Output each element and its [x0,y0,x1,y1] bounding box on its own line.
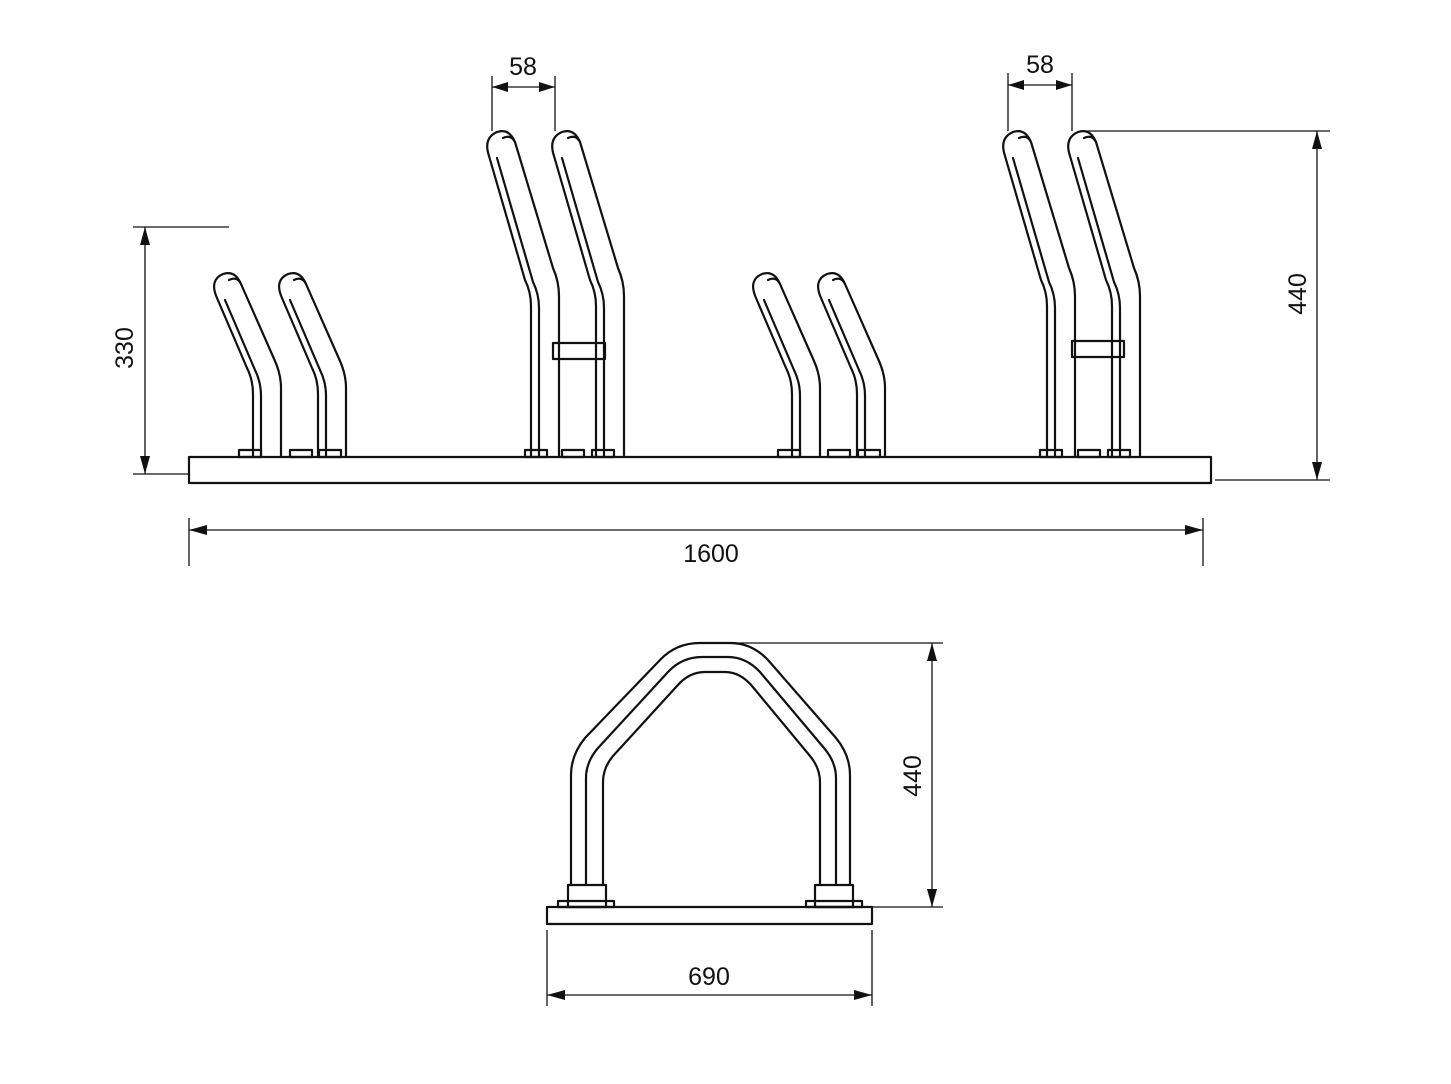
high-hoop-right-b [1067,130,1142,458]
dim-side-height: 440 [732,642,943,908]
low-hoop-left-b [277,272,348,458]
dim-low-height: 330 [111,226,229,475]
high-hoop-right-a [1002,130,1077,458]
low-hoop-right-a [751,272,822,458]
dim-side-width-label: 690 [688,963,730,991]
dim-high-height-label: 440 [1284,273,1312,315]
dim-gap-right: 58 [1007,51,1073,131]
front-view: 1600 330 440 58 [111,51,1330,568]
side-foot-left [566,883,608,909]
front-base-rail [187,455,1213,485]
clamp-band-right [1070,339,1126,359]
side-view: 440 690 [545,641,943,1006]
low-hoop-right-b [816,272,887,458]
low-hoop-left-a [212,272,283,458]
dim-side-height-label: 440 [899,755,927,797]
side-foot-right [813,883,855,909]
clamp-band-center [551,341,607,361]
dim-front-width-label: 1600 [683,540,739,568]
side-hoop-middle [584,655,838,887]
dim-gap-center: 58 [491,53,556,131]
dim-gap-center-label: 58 [509,53,537,81]
side-hoop-inner [601,670,822,887]
high-hoop-center-a [486,130,561,458]
dim-gap-right-label: 58 [1026,51,1054,79]
dim-low-height-label: 330 [111,327,139,369]
dim-front-width: 1600 [188,518,1204,568]
side-hoop-outer [569,641,852,887]
dim-side-width: 690 [546,930,873,1006]
base-plates [237,448,1132,459]
dim-high-height: 440 [1080,130,1330,481]
side-base-plate [545,905,874,926]
high-hoop-center-b [551,130,626,458]
